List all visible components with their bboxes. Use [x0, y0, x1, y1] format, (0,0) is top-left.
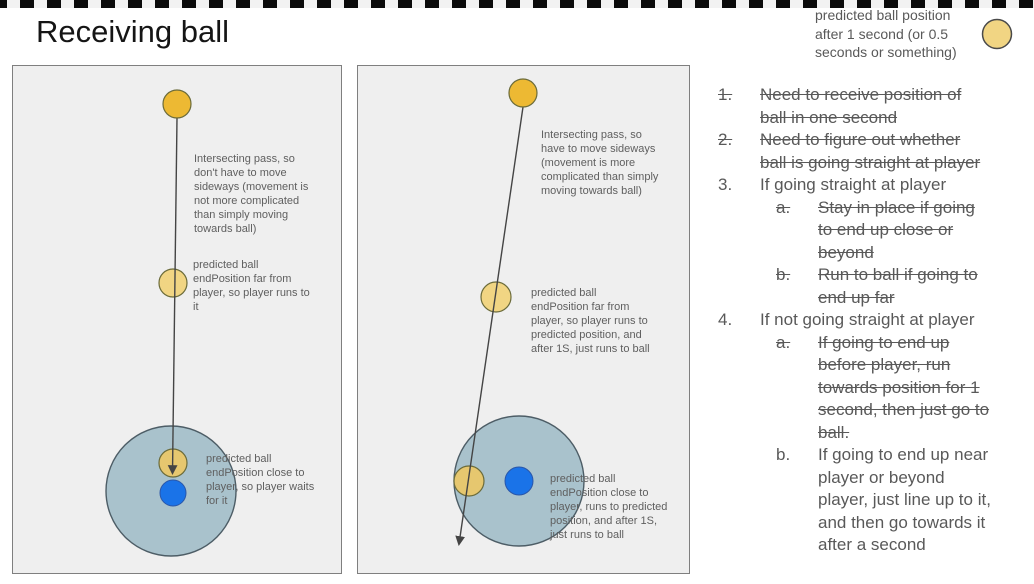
predicted-ball-near-player[interactable]	[453, 465, 485, 497]
annotation-pass[interactable]: Intersecting pass, so have to move sidew…	[541, 129, 659, 197]
predicted-ball-far[interactable]	[158, 268, 188, 298]
list-subitem: b. If going to end up near player or bey…	[715, 444, 1030, 557]
list-subitem: b. Run to ball if going to end up far	[715, 264, 1030, 309]
list-item: 4. If not going straight at player	[715, 309, 1030, 332]
legend-ball-swatch[interactable]	[980, 17, 1014, 51]
list-marker: b.	[776, 445, 791, 464]
annotation-close[interactable]: predicted ball endPosition close to play…	[550, 473, 668, 541]
list-subitem: a. If going to end up before player, run…	[715, 332, 1030, 445]
list-text: Need to figure out whether ball is going…	[760, 130, 981, 172]
annotation-pass[interactable]: Intersecting pass, so don't have to move…	[194, 153, 309, 235]
list-text: If going to end up before player, run to…	[818, 332, 990, 442]
list-item: 1. Need to receive position of ball in o…	[715, 84, 1030, 129]
ball-trajectory-arrow[interactable]	[167, 117, 178, 475]
annotation-close[interactable]: predicted ball endPosition close to play…	[206, 453, 315, 507]
list-text: Stay in place if going to end up close o…	[818, 197, 975, 262]
ball-trajectory-arrow[interactable]	[455, 106, 524, 546]
player-dot[interactable]	[504, 466, 534, 496]
diagram-panel-angled-pass[interactable]: Intersecting pass, so have to move sidew…	[357, 65, 690, 574]
annotation-far[interactable]: predicted ball endPosition far from play…	[531, 287, 650, 355]
ball-current-position[interactable]	[508, 78, 538, 108]
list-text: Run to ball if going to end up far	[818, 265, 978, 307]
list-item: 2. Need to figure out whether ball is go…	[715, 129, 1030, 174]
list-marker: 2.	[718, 130, 733, 149]
list-marker: b.	[776, 265, 791, 284]
diagram-panel-straight-pass[interactable]: Intersecting pass, so don't have to move…	[12, 65, 342, 574]
list-item: 3. If going straight at player	[715, 174, 1030, 197]
list-text: Need to receive position of ball in one …	[760, 85, 962, 127]
list-subitem: a. Stay in place if going to end up clos…	[715, 197, 1030, 265]
list-marker: a.	[776, 332, 791, 352]
list-marker: 1.	[718, 85, 733, 104]
list-text: If not going straight at player	[760, 310, 975, 329]
slide-title[interactable]: Receiving ball	[36, 14, 229, 49]
list-marker: a.	[776, 197, 791, 217]
predicted-ball-far[interactable]	[480, 281, 512, 313]
top-dashed-strip	[0, 0, 1034, 8]
list-text: If going to end up near player or beyond…	[818, 445, 991, 554]
straight-pass-diagram	[105, 89, 237, 557]
logic-checklist[interactable]: 1. Need to receive position of ball in o…	[715, 84, 1030, 557]
legend-label[interactable]: predicted ball position after 1 second (…	[815, 7, 957, 60]
annotation-far[interactable]: predicted ball endPosition far from play…	[193, 259, 310, 313]
list-marker: 4.	[718, 310, 733, 329]
player-dot[interactable]	[159, 479, 187, 507]
ball-current-position[interactable]	[162, 89, 192, 119]
list-marker: 3.	[718, 175, 733, 194]
angled-pass-diagram	[453, 78, 585, 547]
list-text: If going straight at player	[760, 175, 947, 194]
